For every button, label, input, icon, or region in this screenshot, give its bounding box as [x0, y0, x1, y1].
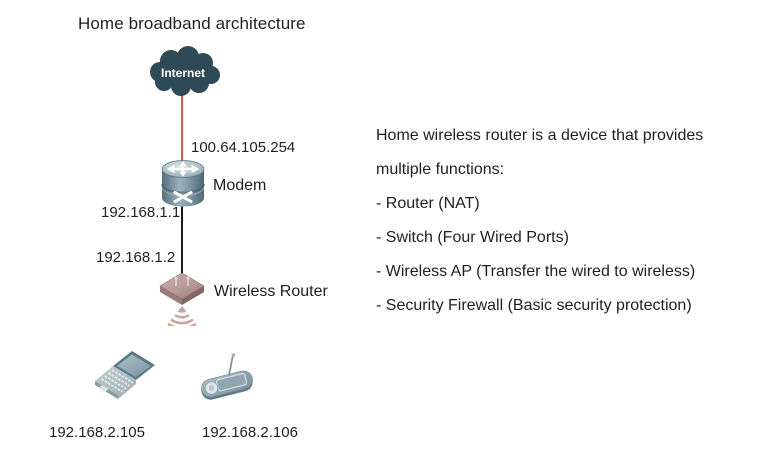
laptop-icon — [95, 351, 155, 399]
description-line: - Switch (Four Wired Ports) — [376, 229, 569, 246]
lan-link-line — [181, 206, 183, 276]
description-line: multiple functions: — [376, 161, 505, 178]
router-ip-label: 192.168.1.2 — [96, 249, 176, 266]
wireless-router-label: Wireless Router — [214, 283, 328, 300]
wireless-router-icon — [159, 272, 205, 326]
internet-label: Internet — [161, 66, 205, 80]
page-title: Home broadband architecture — [78, 14, 306, 33]
pda-icon — [201, 353, 253, 400]
laptop-ip-label: 192.168.2.105 — [49, 424, 145, 441]
modem-icon — [161, 160, 205, 207]
internet-cloud-icon: Internet — [150, 46, 220, 96]
pda-ip-label: 192.168.2.106 — [202, 424, 298, 441]
description-line: - Router (NAT) — [376, 195, 480, 212]
route-arrows-glyph — [166, 161, 200, 177]
description-line: - Wireless AP (Transfer the wired to wir… — [376, 263, 696, 280]
wifi-waves-icon — [167, 306, 197, 326]
switch-x-glyph — [173, 191, 193, 203]
keyboard-keys — [101, 369, 134, 393]
antenna-glyphs — [174, 276, 190, 286]
antenna-glyph — [228, 353, 235, 376]
wan-link-line — [181, 94, 183, 164]
description-line: Home wireless router is a device that pr… — [376, 127, 704, 144]
modem-lan-ip-label: 192.168.1.1 — [101, 204, 181, 221]
modem-label: Modem — [213, 177, 267, 194]
touchpad — [98, 385, 109, 393]
description-text: Home wireless router is a device that pr… — [376, 119, 761, 323]
modem-wan-ip-label: 100.64.105.254 — [191, 139, 296, 156]
description-line: - Security Firewall (Basic security prot… — [376, 297, 692, 314]
